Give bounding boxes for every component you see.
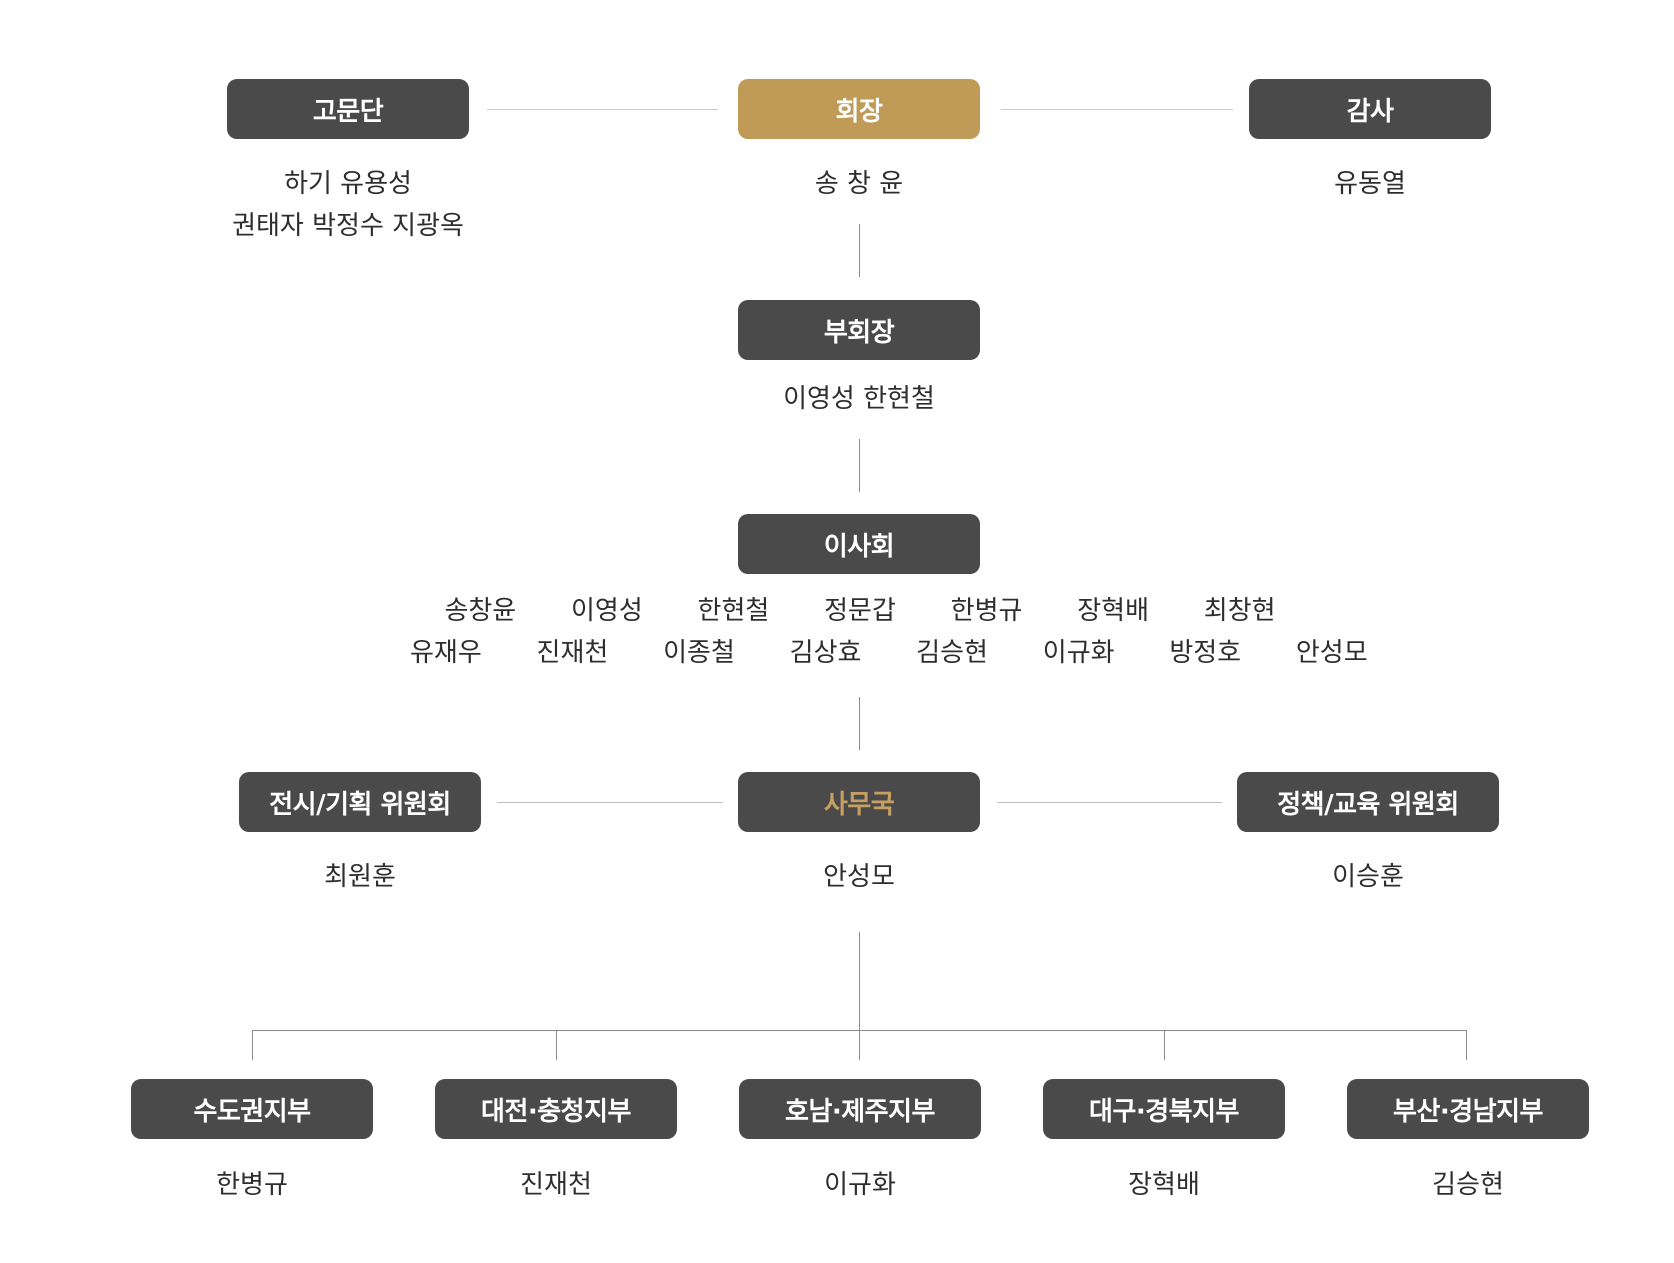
secretariat-box: 사무국 (738, 772, 980, 832)
connector-president-vice (859, 224, 860, 277)
connector-exhibition-secretariat (497, 802, 723, 803)
connector-president-auditor (1001, 109, 1233, 110)
connector-branch-2 (556, 1030, 557, 1060)
advisors-box: 고문단 (227, 79, 469, 139)
board-names-line2: 유재우 진재천 이종철 김상효 김승현 이규화 방정호 안성모 (410, 638, 1368, 668)
connector-vice-board (859, 439, 860, 492)
connector-branch-1 (252, 1030, 253, 1060)
branch-name-daegu: 장혁배 (1128, 1170, 1200, 1200)
connector-branch-3 (859, 1030, 860, 1060)
connector-branch-4 (1164, 1030, 1165, 1060)
branch-name-daejeon: 진재천 (520, 1170, 592, 1200)
connector-branch-5 (1466, 1030, 1467, 1060)
branch-box-honam: 호남·제주지부 (739, 1079, 981, 1139)
branch-box-busan: 부산·경남지부 (1347, 1079, 1589, 1139)
exhibition-committee-name: 최원훈 (324, 862, 396, 892)
secretariat-name: 안성모 (823, 862, 895, 892)
branch-name-busan: 김승현 (1432, 1170, 1504, 1200)
policy-committee-box: 정책/교육 위원회 (1237, 772, 1499, 832)
board-names: 송창윤 이영성 한현철 정문갑 한병규 장혁배 최창현 유재우 진재천 이종철 … (410, 590, 1368, 674)
connector-board-secretariat (859, 697, 860, 750)
connector-advisors-president (487, 109, 718, 110)
auditor-box: 감사 (1249, 79, 1491, 139)
vice-president-box: 부회장 (738, 300, 980, 360)
branch-box-sudogwon: 수도권지부 (131, 1079, 373, 1139)
exhibition-committee-box: 전시/기획 위원회 (239, 772, 481, 832)
policy-committee-name: 이승훈 (1332, 862, 1404, 892)
connector-secretariat-policy (997, 802, 1222, 803)
branch-box-daejeon: 대전·충청지부 (435, 1079, 677, 1139)
president-box: 회장 (738, 79, 980, 139)
board-names-line1: 송창윤 이영성 한현철 정문갑 한병규 장혁배 최창현 (444, 596, 1276, 626)
advisors-names-line1: 하기 유용성 (284, 169, 412, 199)
vice-president-names: 이영성 한현철 (783, 384, 935, 414)
branch-name-sudogwon: 한병규 (216, 1170, 288, 1200)
advisors-names: 하기 유용성 권태자 박정수 지광옥 (168, 163, 528, 247)
board-box: 이사회 (738, 514, 980, 574)
president-name: 송 창 윤 (814, 169, 904, 199)
advisors-names-line2: 권태자 박정수 지광옥 (232, 211, 464, 241)
branch-name-honam: 이규화 (824, 1170, 896, 1200)
auditor-name: 유동열 (1334, 169, 1406, 199)
connector-secretariat-branches (859, 932, 860, 1030)
branch-box-daegu: 대구·경북지부 (1043, 1079, 1285, 1139)
